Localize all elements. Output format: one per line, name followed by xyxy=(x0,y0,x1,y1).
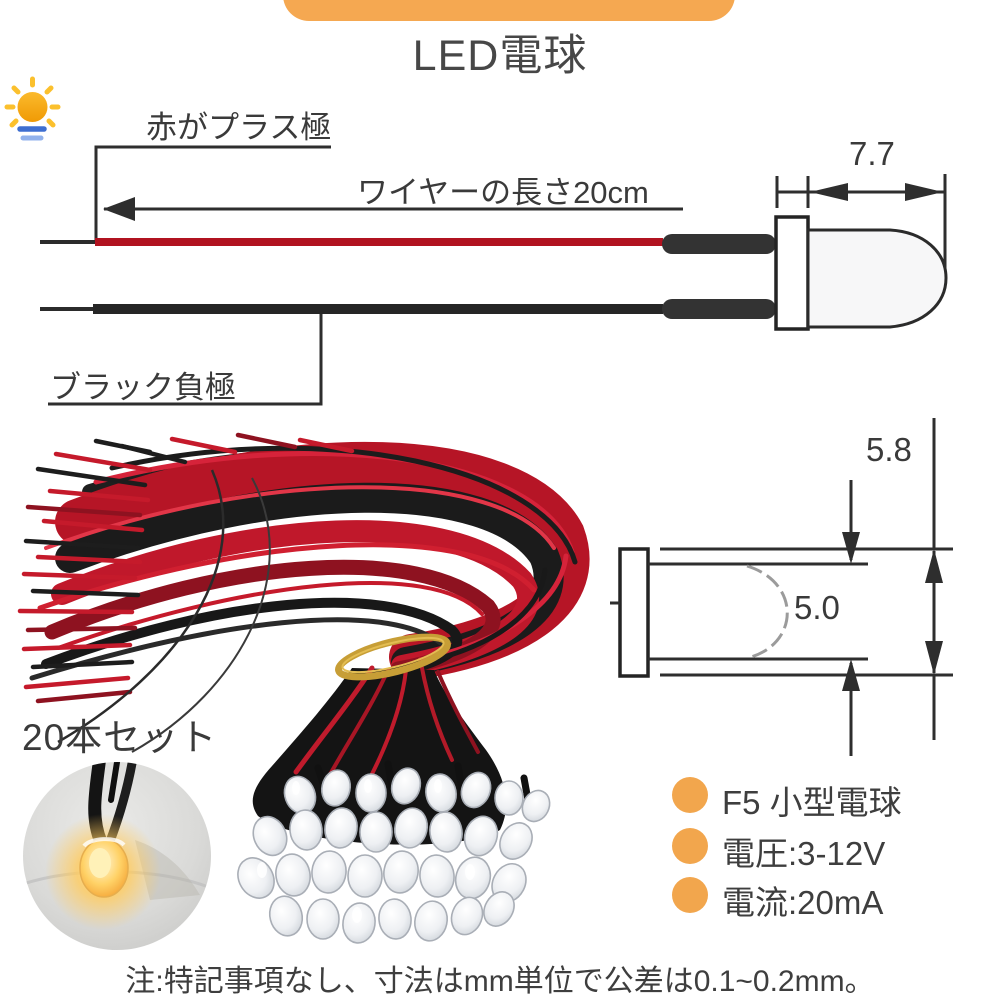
positive-leader-line xyxy=(94,145,331,241)
led-body xyxy=(806,228,948,329)
length-dimension xyxy=(775,174,947,268)
wiring-diagram xyxy=(40,145,948,406)
top-banner xyxy=(283,0,735,21)
spec-bullet-icon xyxy=(672,828,708,864)
body-dim-value: 5.0 xyxy=(794,589,840,626)
set-count-label: 20本セット xyxy=(22,717,218,758)
body-diameter-dimension xyxy=(842,480,860,756)
red-wire xyxy=(95,238,663,246)
side-flange xyxy=(618,547,650,678)
spec-item-voltage: 電圧:3-12V xyxy=(722,835,886,872)
flange-diameter-dimension xyxy=(925,418,943,740)
black-wire xyxy=(93,304,663,314)
flange-dim-value: 5.8 xyxy=(866,431,912,468)
wire-length-label: ワイヤーの長さ20cm xyxy=(357,175,649,210)
spec-bullet-icon xyxy=(672,777,708,813)
spec-item-model: F5 小型電球 xyxy=(722,784,902,821)
heat-shrink-positive xyxy=(662,234,776,254)
wire-length-arrowhead xyxy=(103,197,135,221)
heat-shrink-negative xyxy=(662,299,776,319)
dimension-diagram xyxy=(610,418,953,756)
led-flange xyxy=(774,215,810,331)
wire-bundle-photo xyxy=(17,432,590,944)
negative-leader-line xyxy=(48,311,323,406)
tolerance-note: 注:特記事項なし、寸法はmm単位で公差は0.1~0.2mm。 xyxy=(125,965,875,998)
spec-item-current: 電流:20mA xyxy=(722,884,884,921)
spec-bullet-icon xyxy=(672,877,708,913)
dome-dashed-curve xyxy=(746,564,789,659)
length-dim-value: 7.7 xyxy=(849,135,895,172)
rubber-band xyxy=(335,633,451,681)
lit-led-inset-photo xyxy=(23,762,211,950)
wire-tips xyxy=(17,432,355,704)
page-title: LED電球 xyxy=(412,32,588,80)
sun-icon xyxy=(4,76,61,141)
led-cluster xyxy=(237,767,551,944)
positive-pole-label: 赤がプラス極 xyxy=(146,110,332,145)
negative-pole-label: ブラック負極 xyxy=(50,370,236,405)
